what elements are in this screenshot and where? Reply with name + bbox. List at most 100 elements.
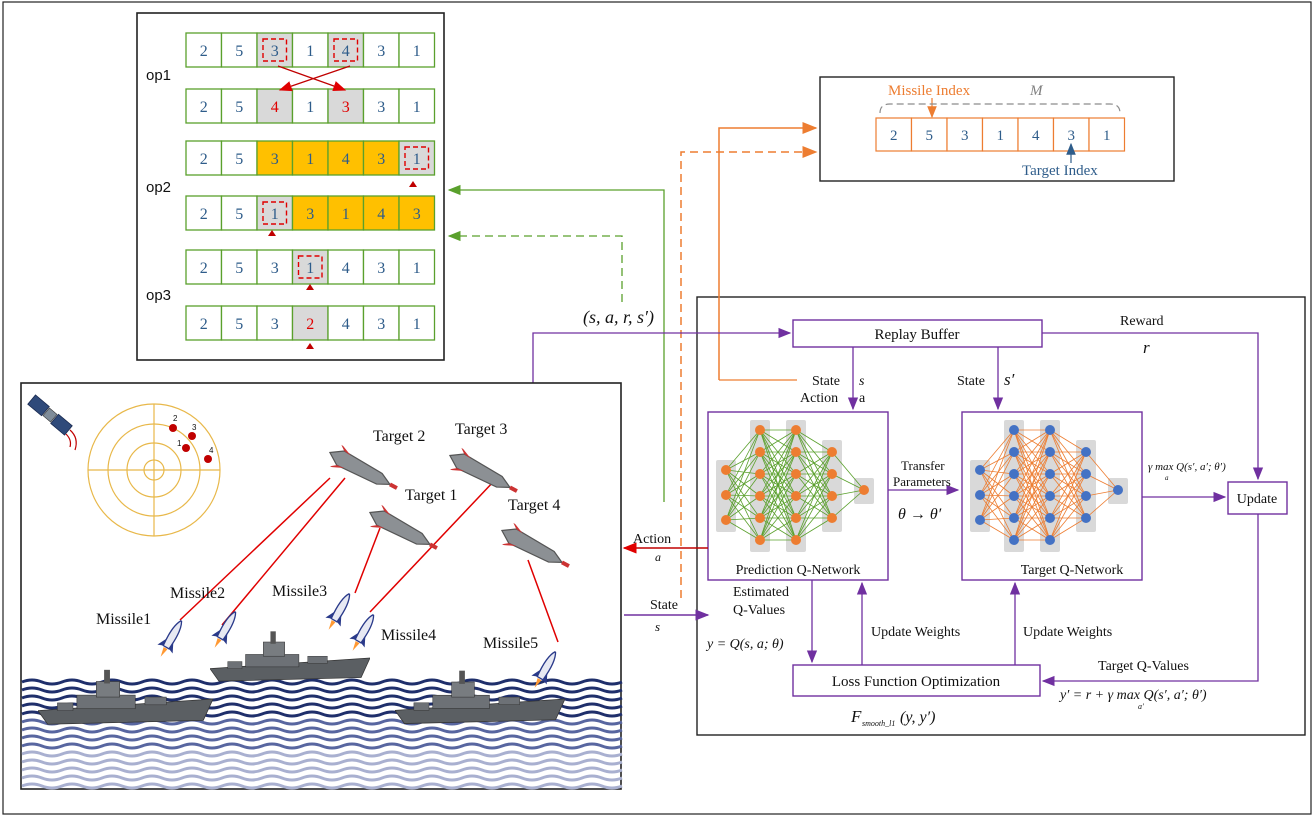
network-edge — [1049, 451, 1087, 519]
target-label: Target 4 — [508, 497, 560, 514]
wave-line — [21, 726, 623, 734]
op-cell-value: 5 — [235, 43, 243, 60]
network-edge — [1085, 489, 1119, 497]
encoding-cell-value: 3 — [961, 128, 969, 144]
op-cell — [327, 88, 365, 124]
state-label: State — [650, 598, 678, 613]
network-node — [827, 513, 837, 523]
op-cell-value: 1 — [306, 99, 314, 116]
network-edge — [795, 451, 833, 541]
network-edge — [1013, 429, 1051, 475]
network-edge — [979, 469, 1015, 475]
network-edge — [725, 517, 761, 521]
intercept-line — [221, 477, 346, 626]
network-edge — [795, 517, 833, 541]
op-cell-value: 1 — [413, 43, 421, 60]
layer-band — [1004, 420, 1024, 552]
network-edge — [759, 429, 797, 475]
intercept-line — [354, 527, 381, 594]
s-symbol-left: s — [859, 374, 865, 389]
encoding-cell — [981, 117, 1019, 152]
network-node — [755, 447, 765, 457]
network-edge — [725, 429, 761, 471]
network-node — [755, 535, 765, 545]
swap-arrow-right — [277, 65, 347, 91]
tuple-label: (s, a, r, s′) — [583, 307, 654, 328]
intercept-line — [527, 559, 559, 643]
op-cell-value: 5 — [235, 206, 243, 223]
op-cell — [291, 305, 329, 341]
network-edge — [979, 451, 1015, 521]
network-edge — [979, 494, 1015, 519]
a-symbol-left: a — [859, 391, 866, 406]
network-node — [791, 425, 801, 435]
missile-label: Missile3 — [272, 583, 327, 600]
y-prime-equation: y′ = r + γ max Q(s′, a′; θ′) — [1058, 688, 1207, 703]
encoding-cell-value: 1 — [997, 128, 1005, 144]
op-cell-value: 4 — [342, 151, 350, 168]
network-edge — [759, 517, 797, 541]
network-edge — [759, 429, 797, 497]
radar-dot-label: 3 — [192, 423, 197, 432]
dqn-panel: Replay Buffer Prediction Q-Network Targe… — [696, 296, 1306, 736]
op-cell-value: 4 — [377, 206, 385, 223]
wave-line — [21, 742, 623, 750]
op-cell — [398, 249, 436, 285]
m-label: M — [1029, 83, 1044, 99]
network-node — [975, 515, 985, 525]
op-cell-highlight — [262, 201, 288, 225]
op-cell — [256, 88, 294, 124]
op-cell-value: 1 — [413, 151, 421, 168]
op-cell-value: 3 — [413, 206, 421, 223]
op-cell — [398, 195, 436, 231]
action-label-left: Action — [800, 391, 838, 406]
network-edge — [831, 489, 865, 497]
network-edge — [1013, 429, 1051, 497]
network-edge — [979, 473, 1015, 521]
network-edge — [1049, 451, 1087, 497]
op-cell-value: 1 — [413, 316, 421, 333]
arrow-reward — [1042, 332, 1264, 481]
op-cell — [398, 32, 436, 68]
network-node — [827, 469, 837, 479]
target-qvalues-label: Target Q-Values — [1098, 659, 1189, 674]
arrow-tuple-to-buffer — [532, 327, 792, 383]
theta-transfer: θ → θ′ — [898, 506, 942, 523]
f-smooth-subscript: smooth_l1 — [862, 719, 895, 728]
transfer-label-2: Parameters — [893, 474, 951, 489]
op-cell — [185, 249, 223, 285]
network-edge — [795, 451, 833, 475]
wave-line — [21, 734, 623, 742]
update-box — [1227, 481, 1288, 515]
network-edge — [795, 451, 833, 497]
op-cell — [220, 249, 258, 285]
network-node — [1009, 425, 1019, 435]
marker-triangle — [268, 230, 276, 236]
arrow-dashed-to-ops — [447, 230, 623, 302]
op-cell-highlight — [262, 38, 288, 62]
replay-buffer-label: Replay Buffer — [874, 327, 959, 343]
layer-band — [1040, 420, 1060, 552]
op-cell-value: 4 — [271, 99, 279, 116]
update-weights-right: Update Weights — [1023, 625, 1112, 640]
op-cell-value: 3 — [342, 99, 350, 116]
network-edge — [979, 469, 1015, 541]
network-edge — [1085, 489, 1119, 519]
network-edge — [795, 495, 833, 541]
swap-arrow-left — [278, 65, 351, 92]
op-cell-value: 2 — [200, 99, 208, 116]
encoding-cell — [875, 117, 913, 152]
op-cell — [327, 195, 365, 231]
wave-line — [21, 774, 623, 782]
network-edge — [1049, 495, 1087, 541]
network-node — [755, 513, 765, 523]
update-label: Update — [1237, 492, 1277, 507]
network-edge — [1049, 451, 1087, 541]
encoding-cell-value: 5 — [926, 128, 934, 144]
network-edge — [1049, 473, 1087, 541]
network-node — [1009, 469, 1019, 479]
op-cell — [256, 305, 294, 341]
op-cell-value: 3 — [271, 151, 279, 168]
target-label: Target 2 — [373, 428, 425, 445]
network-node — [827, 491, 837, 501]
